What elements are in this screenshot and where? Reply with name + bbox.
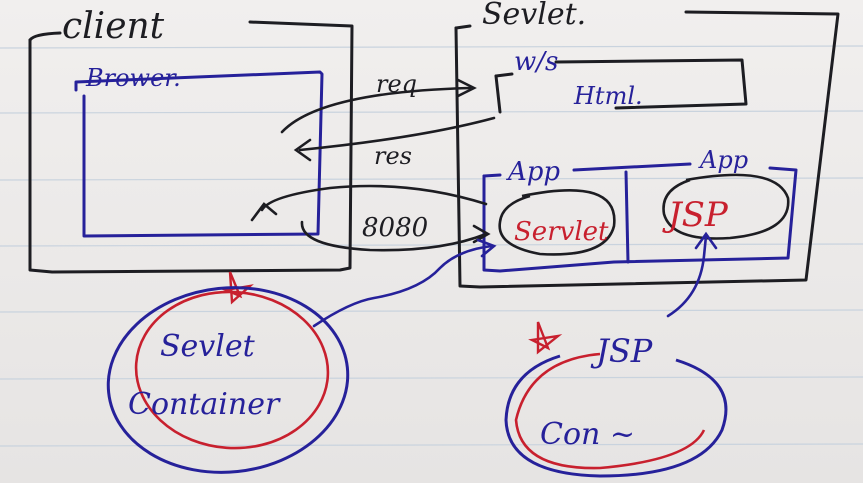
servlet-container-outer-ring: [106, 286, 350, 474]
jsp-container-inner-ring: [514, 352, 706, 470]
web-server-box: [494, 58, 748, 114]
app-left-label: App: [506, 157, 560, 187]
browser-label: Brower.: [85, 64, 181, 92]
client-box: [28, 20, 354, 274]
response-arrow: [293, 116, 496, 162]
request-label: req: [376, 70, 417, 98]
servlet-oval: [498, 189, 616, 256]
ws-label: w/s: [514, 47, 558, 77]
jsp-container-line1: JSP: [590, 332, 653, 370]
app-container-box: [482, 162, 798, 273]
app-right-label: App: [698, 146, 748, 174]
jsp-oval: [662, 173, 790, 240]
jsp-label: JSP: [662, 195, 729, 235]
servlet-container-link: [312, 238, 497, 328]
request-arrow: [280, 78, 477, 134]
servlet-container-inner-ring: [134, 290, 330, 450]
star-icon: [528, 321, 563, 355]
response-label: res: [374, 142, 412, 170]
jsp-container-outer-ring: [504, 354, 728, 478]
jsp-container-link: [666, 231, 718, 318]
client-title: client: [62, 6, 165, 47]
browser-box: [74, 70, 324, 238]
servlet-label: Servlet: [514, 217, 609, 247]
servlet-container-line2: Container: [128, 387, 281, 422]
jsp-container-line2: Con ~: [540, 417, 635, 452]
servlet-container-line1: Sevlet: [160, 329, 256, 364]
port-label: 8080: [362, 213, 428, 243]
server-title: Sevlet.: [482, 0, 586, 32]
html-label: Html.: [573, 82, 643, 110]
ruled-lines: [0, 45, 863, 447]
